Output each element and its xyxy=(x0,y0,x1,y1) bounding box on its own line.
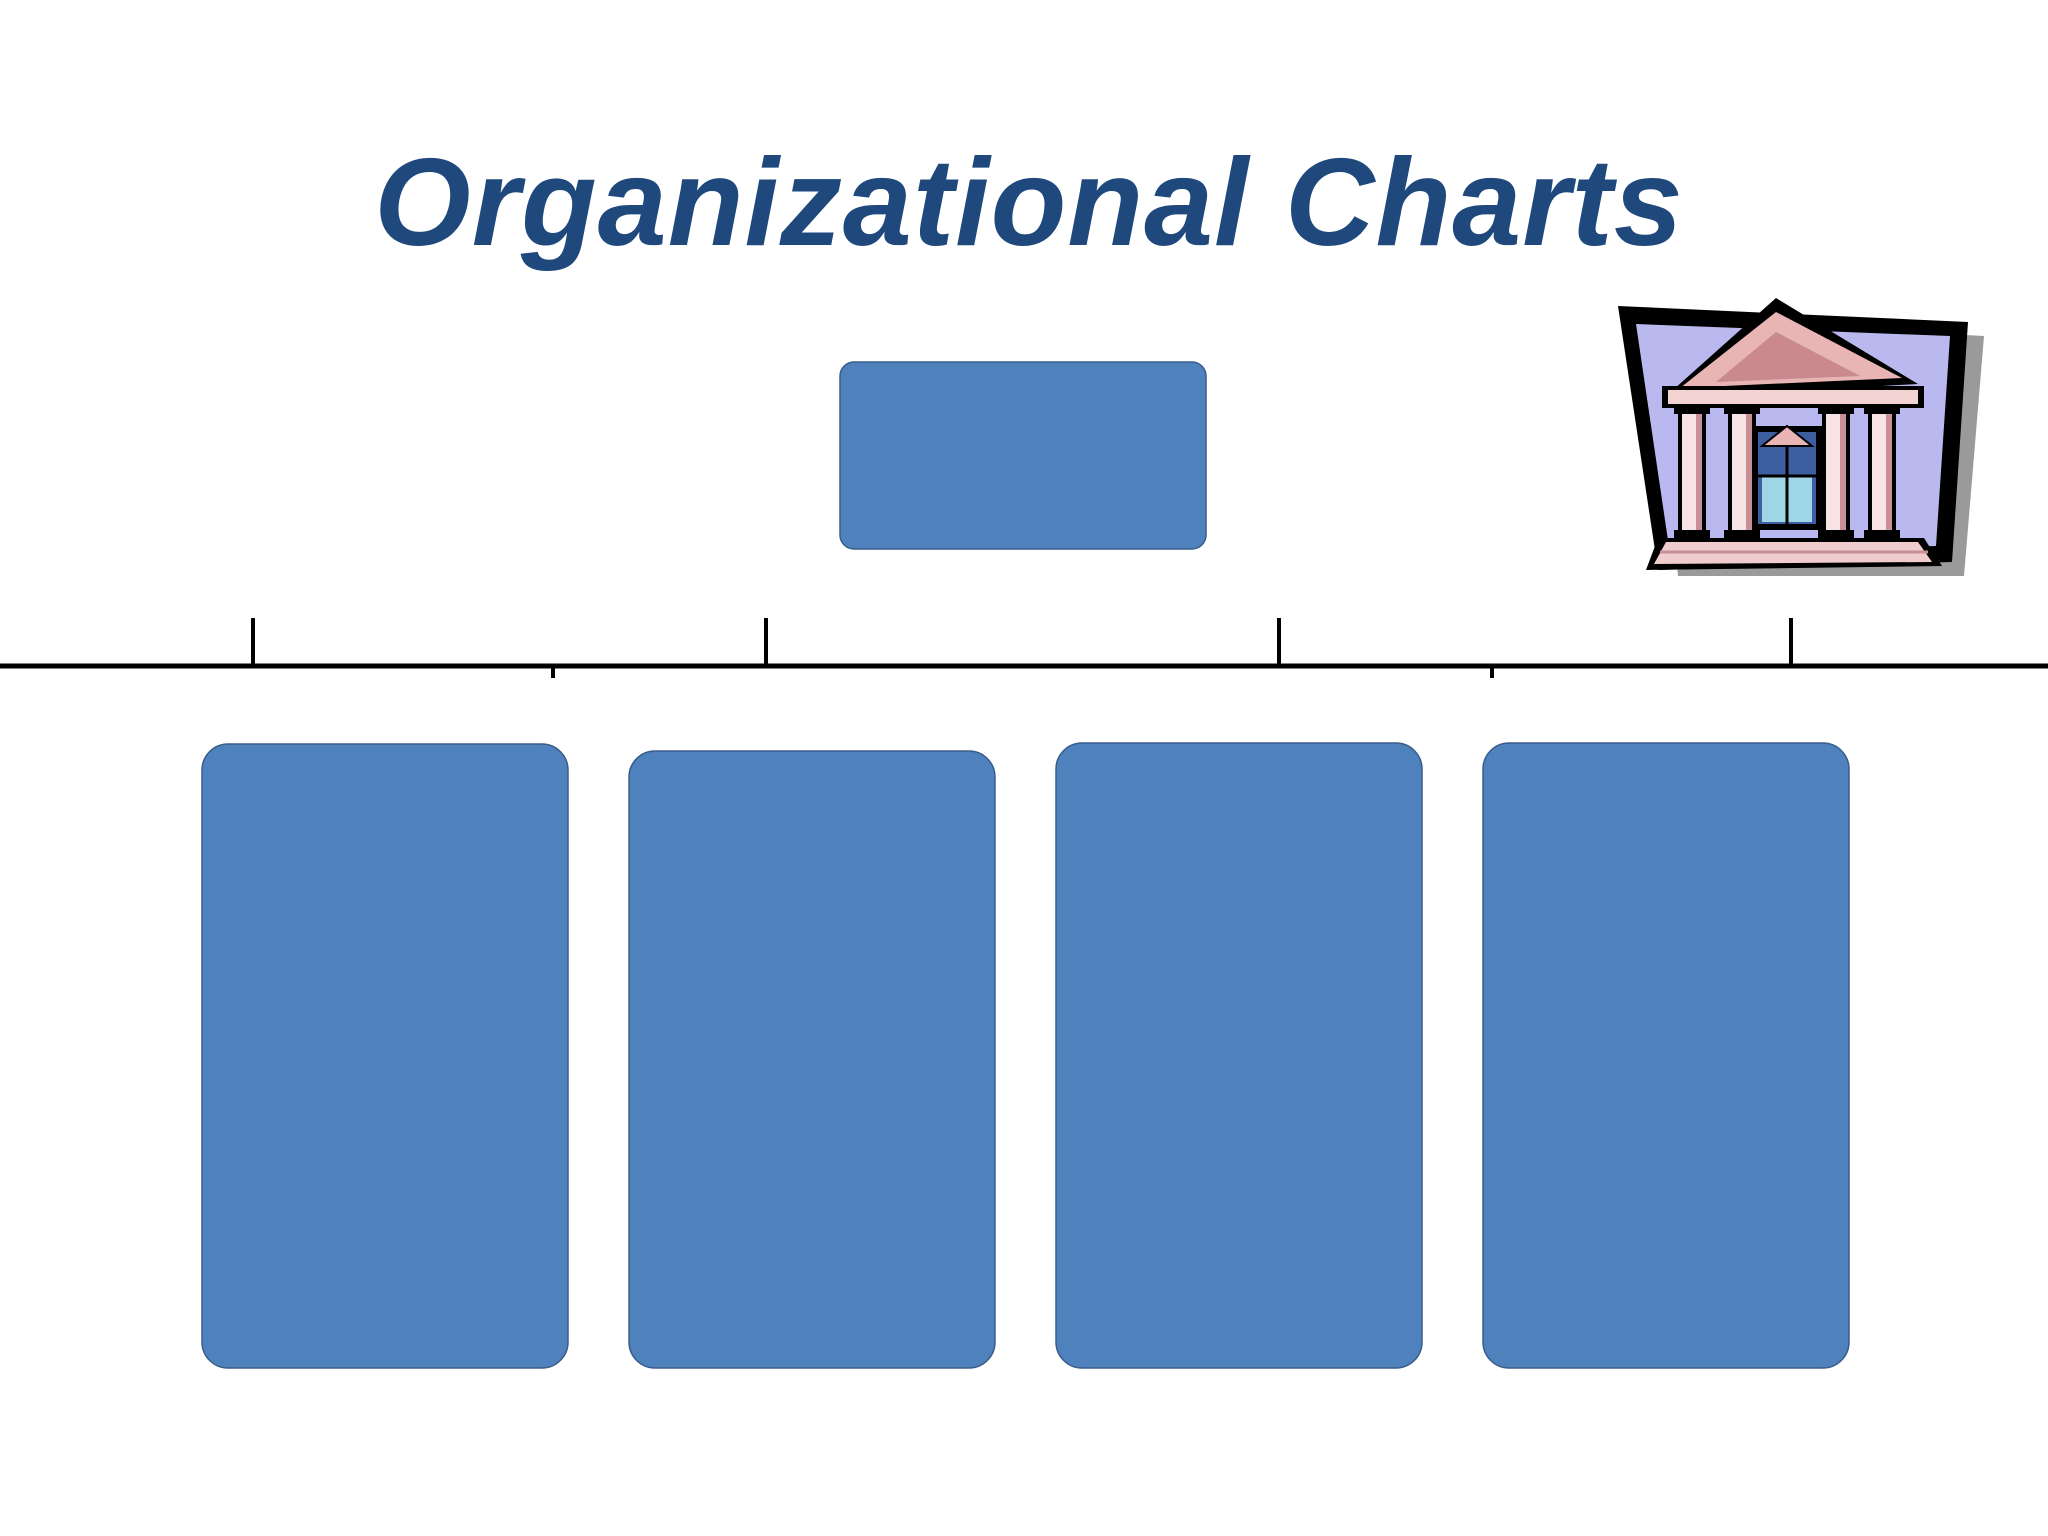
child-box[interactable] xyxy=(1482,742,1850,1369)
top-box[interactable] xyxy=(839,361,1207,550)
child-box[interactable] xyxy=(628,750,996,1369)
child-box[interactable] xyxy=(1055,742,1423,1369)
building-icon xyxy=(1618,298,1984,576)
slide-title: Organizational Charts xyxy=(374,134,1684,272)
child-box[interactable] xyxy=(201,743,569,1369)
